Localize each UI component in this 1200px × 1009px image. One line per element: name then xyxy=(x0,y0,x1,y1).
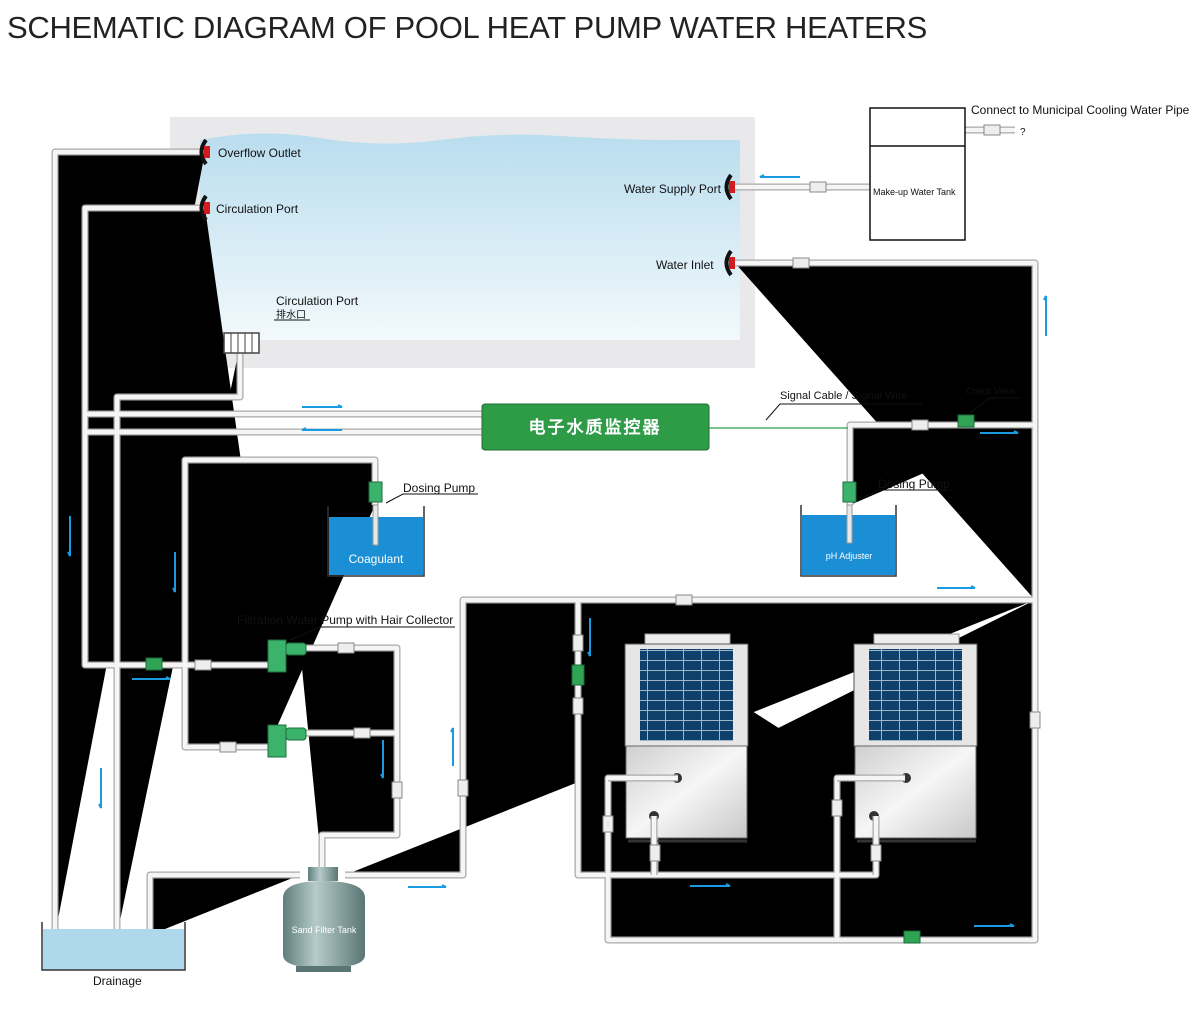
arrow-right-icon xyxy=(980,430,1019,434)
pool xyxy=(170,117,755,368)
check-valves xyxy=(145,414,975,944)
dosing-pump-right-label: Dosing Pump xyxy=(878,477,950,491)
makeup-tank-label: Make-up Water Tank xyxy=(873,187,956,197)
dosing-unit-ph: pH Adjuster xyxy=(800,481,897,577)
flow-arrows xyxy=(67,174,1047,927)
filtration-pump-icon xyxy=(267,724,307,758)
circulation-port-bottom-label: Circulation Port xyxy=(276,294,359,308)
signal-cable-label: Signal Cable / Signal Wire xyxy=(780,390,908,402)
drainage-label: Drainage xyxy=(93,974,142,988)
arrow-up-icon xyxy=(450,727,454,766)
drain-outlet-cn-label: 排水口 xyxy=(276,308,306,321)
dosing-unit-coagulant: Coagulant xyxy=(327,481,425,577)
wall-ports xyxy=(199,138,735,354)
makeup-water-tank: Make-up Water Tank xyxy=(869,107,966,241)
heat-pump-unit-1 xyxy=(624,633,749,843)
dosing-pump-icon xyxy=(368,481,383,503)
water-inlet-label: Water Inlet xyxy=(656,258,714,272)
arrow-right-icon xyxy=(937,585,976,589)
page-title: SCHEMATIC DIAGRAM OF POOL HEAT PUMP WATE… xyxy=(7,10,927,45)
arrow-left-icon xyxy=(759,174,800,178)
arrow-down-icon xyxy=(380,740,384,779)
ph-adjuster-label: pH Adjuster xyxy=(826,551,873,561)
check-valve-label: Check Valve xyxy=(966,386,1016,396)
water-supply-port-label: Water Supply Port xyxy=(624,182,722,196)
heat-pump-unit-2 xyxy=(853,633,978,843)
arrow-up-icon xyxy=(1043,295,1047,336)
arrow-down-icon xyxy=(67,516,71,557)
filtration-pump-label: Filtration Water Pump with Hair Collecto… xyxy=(237,613,453,627)
arrow-right-icon xyxy=(408,884,447,888)
drainage-basin xyxy=(41,922,186,971)
municipal-pipe-label: Connect to Municipal Cooling Water Pipe xyxy=(971,103,1190,117)
controller-label: 电子水质监控器 xyxy=(529,417,662,437)
heat-exchanger-panel xyxy=(640,649,733,741)
sand-filter-label: Sand Filter Tank xyxy=(292,925,357,935)
port-icon xyxy=(724,249,735,277)
gate-valves xyxy=(194,124,1041,862)
arrow-right-icon xyxy=(974,923,1015,927)
pipe-break-icon: ? xyxy=(1020,127,1026,138)
arrow-right-icon xyxy=(302,404,343,408)
arrow-down-icon xyxy=(587,618,591,657)
arrow-left-icon xyxy=(301,427,342,431)
port-icon xyxy=(724,173,735,201)
drain-grate-icon xyxy=(223,332,260,354)
water-quality-controller: 电子水质监控器 xyxy=(481,403,710,451)
circulation-port-top-label: Circulation Port xyxy=(216,202,299,216)
port-icon xyxy=(199,194,210,222)
dosing-pump-left-label: Dosing Pump xyxy=(403,481,475,495)
arrow-right-icon xyxy=(132,676,171,680)
dosing-pump-icon xyxy=(842,481,857,503)
filtration-pump-icon xyxy=(267,639,307,673)
sand-filter-tank: Sand Filter Tank xyxy=(283,867,365,972)
overflow-outlet-label: Overflow Outlet xyxy=(218,146,301,160)
heat-exchanger-panel xyxy=(869,649,962,741)
port-icon xyxy=(199,138,210,166)
coagulant-label: Coagulant xyxy=(349,552,404,566)
arrow-down-icon xyxy=(98,768,102,809)
arrow-down-icon xyxy=(172,552,176,593)
arrow-right-icon xyxy=(690,883,731,887)
